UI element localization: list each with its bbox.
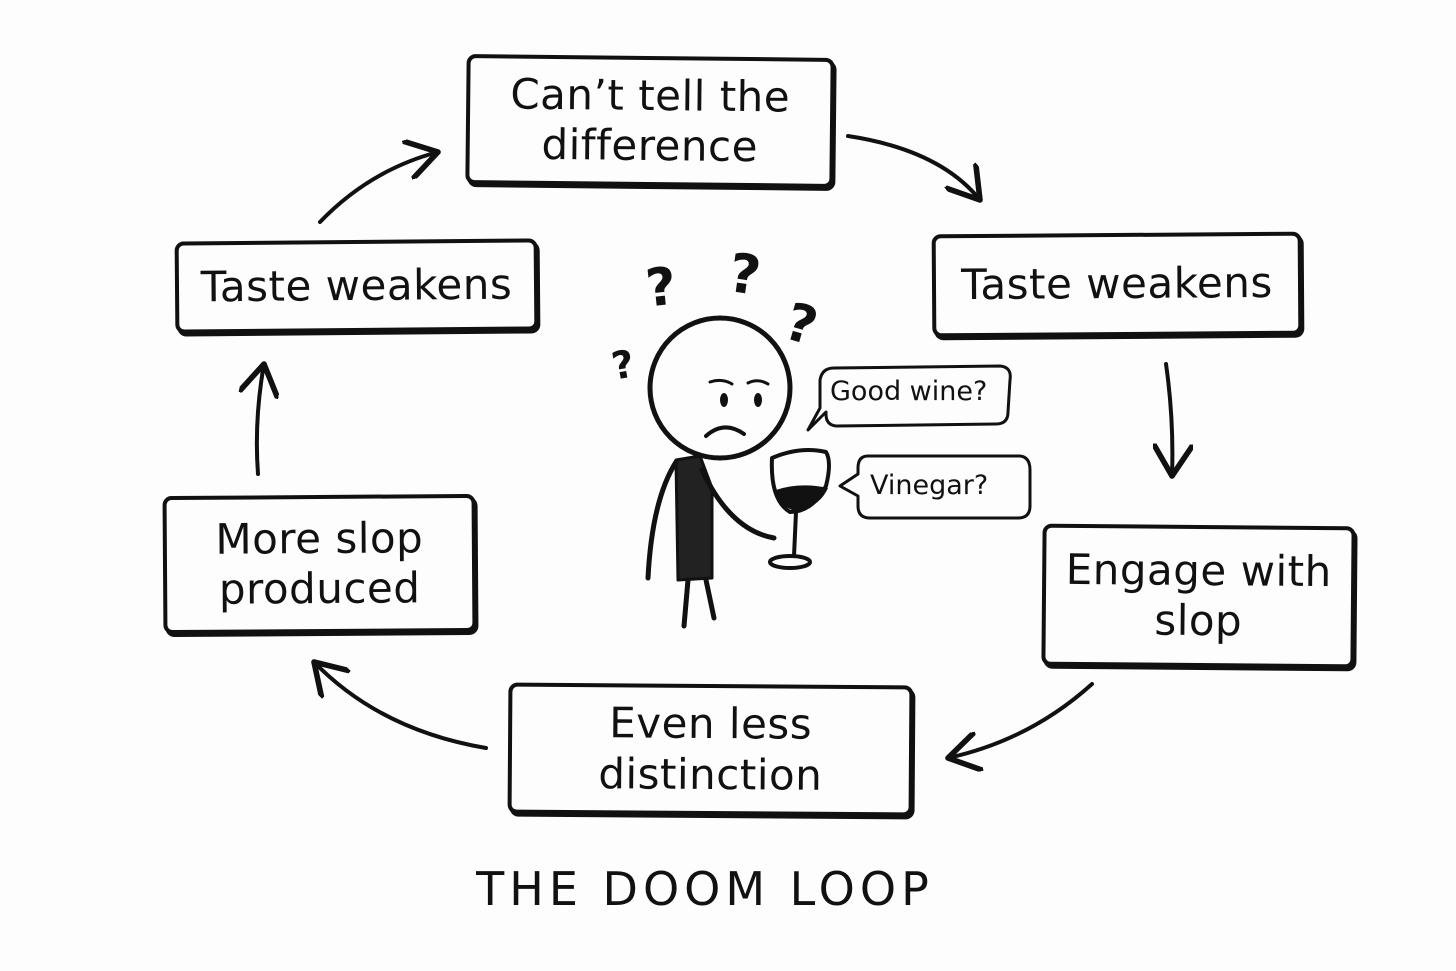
node-taste-weakens-right: Taste weakens [931,231,1303,338]
arrow-bottom-to-more [314,662,488,750]
node-label: Taste weakens [961,258,1273,310]
figure-eye-right [754,393,762,407]
node-engage-with-slop: Engage with slop [1041,523,1356,669]
figure-body [674,454,714,582]
stick-figure [645,315,831,629]
node-even-less-distinction: Even less distinction [507,682,914,817]
figure-frown [704,425,746,438]
node-label: Even less distinction [598,698,823,800]
figure-eyebrow-right [746,379,770,386]
node-label: Engage with slop [1065,544,1332,646]
figure-right-arm [699,467,777,541]
figure-eye-left [720,393,728,407]
question-mark-1: ? [642,256,680,320]
speech-good-wine-text: Good wine? [830,376,988,407]
figure-head [647,315,793,461]
speech-vinegar-text: Vinegar? [870,470,989,501]
figure-left-leg [681,577,691,629]
node-cant-tell-difference: Can’t tell the difference [465,54,835,188]
wine-glass-base [768,554,812,570]
diagram-title: THE DOOM LOOP [476,862,934,916]
node-taste-weakens-left: Taste weakens [174,238,539,334]
arrow-engage-to-bottom [948,682,1094,758]
figure-left-arm [645,459,679,581]
arrow-right-to-engage [1166,362,1172,476]
arrow-more-to-left [257,364,264,476]
speech-bubble-good-wine [806,364,1012,432]
wine-fill [776,485,828,510]
arrow-left-to-top [318,152,438,224]
node-label: Taste weakens [200,259,513,312]
figure-right-leg [703,577,717,621]
wine-glass-stem [792,510,798,558]
speech-bubble-vinegar [838,454,1032,520]
node-label: More slop produced [215,512,424,614]
figure-eyebrow-left [708,378,734,386]
node-more-slop-produced: More slop produced [162,493,477,635]
node-label: Can’t tell the difference [510,69,791,172]
arrow-top-to-right [846,134,980,200]
